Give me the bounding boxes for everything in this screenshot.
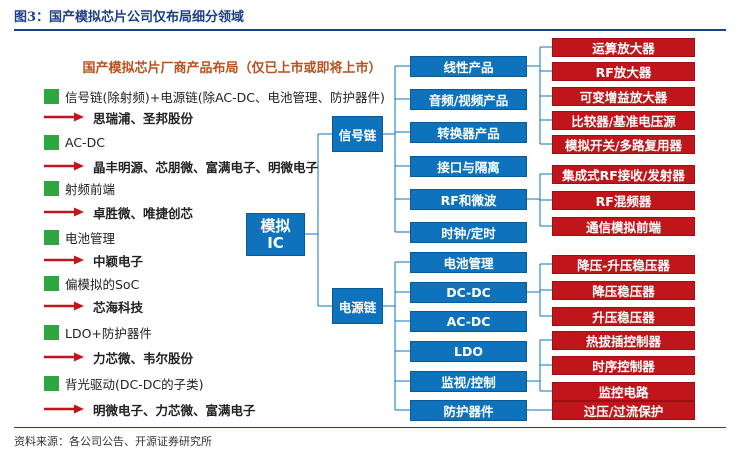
category-converters: 转换器产品 xyxy=(410,122,527,143)
green-square-icon xyxy=(44,275,59,291)
product-comparator-reference: 比较器/基准电压源 xyxy=(552,111,695,130)
category-ldo: LDO xyxy=(410,341,527,362)
category-protection: 防护器件 xyxy=(410,400,527,421)
product-ov-oc-protection: 过压/过流保护 xyxy=(552,401,695,420)
product-rf-amplifier: RF放大器 xyxy=(552,62,695,81)
legend-category-label: AC-DC xyxy=(65,134,105,150)
legend-company-label: 明微电子、力芯微、富满电子 xyxy=(93,402,256,418)
legend-category-row: 射频前端 xyxy=(44,179,115,197)
green-square-icon xyxy=(44,134,59,150)
product-comm-analog-front-end: 通信模拟前端 xyxy=(552,217,695,236)
legend-category-row: 偏模拟的SoC xyxy=(44,274,139,292)
legend-category-label: 射频前端 xyxy=(65,181,116,197)
root-line1: 模拟 xyxy=(260,216,291,235)
category-battery-management: 电池管理 xyxy=(410,252,527,273)
layout-title: 国产模拟芯片厂商产品布局（仅已上市或即将上市） xyxy=(82,61,382,76)
green-square-icon xyxy=(44,324,59,340)
legend-category-label: LDO+防护器件 xyxy=(65,325,152,341)
top-rule xyxy=(14,29,726,31)
product-analog-switch-mux: 模拟开关/多路复用器 xyxy=(552,135,695,154)
product-rf-mixer: RF混频器 xyxy=(552,191,695,210)
product-buck-regulator: 降压稳压器 xyxy=(552,281,695,300)
legend-category-row: 电池管理 xyxy=(44,228,115,246)
source-note: 资料来源：各公司公告、开源证券研究所 xyxy=(14,435,212,448)
legend-company-label: 力芯微、韦尔股份 xyxy=(93,350,194,366)
red-arrow-icon xyxy=(44,352,84,362)
legend-category-row: 背光驱动(DC-DC的子类) xyxy=(44,374,203,392)
red-arrow-icon xyxy=(44,161,84,171)
legend-company-label: 中颖电子 xyxy=(93,253,144,269)
red-arrow-icon xyxy=(44,207,84,217)
legend-company-row: 明微电子、力芯微、富满电子 xyxy=(44,400,256,418)
legend-company-row: 卓胜微、唯捷创芯 xyxy=(44,203,193,221)
category-audio-video: 音频/视频产品 xyxy=(410,89,527,110)
green-square-icon xyxy=(44,375,59,391)
category-interface-isolation: 接口与隔离 xyxy=(410,156,527,177)
product-sequencer: 时序控制器 xyxy=(552,356,695,375)
category-dc-dc: DC-DC xyxy=(410,282,527,303)
category-clock-timing: 时钟/定时 xyxy=(410,222,527,243)
green-square-icon xyxy=(44,88,59,104)
category-rf-microwave: RF和微波 xyxy=(410,189,527,210)
product-buck-boost-regulator: 降压-升压稳压器 xyxy=(552,255,695,274)
product-hot-swap-controller: 热拔插控制器 xyxy=(552,331,695,350)
legend-category-row: 信号链(除射频)+电源链(除AC-DC、电池管理、防护器件) xyxy=(44,87,385,105)
legend-company-row: 思瑞浦、圣邦股份 xyxy=(44,108,193,126)
legend-company-row: 中颖电子 xyxy=(44,251,143,269)
green-square-icon xyxy=(44,229,59,245)
legend-category-label: 电池管理 xyxy=(65,230,116,246)
bottom-rule xyxy=(14,427,726,428)
legend-company-row: 晶丰明源、芯朋微、富满电子、明微电子 xyxy=(44,157,318,175)
legend-category-row: AC-DC xyxy=(44,133,105,151)
red-arrow-icon xyxy=(44,404,84,414)
product-vga: 可变增益放大器 xyxy=(552,87,695,106)
category-ac-dc: AC-DC xyxy=(410,311,527,332)
legend-category-label: 信号链(除射频)+电源链(除AC-DC、电池管理、防护器件) xyxy=(65,89,385,105)
legend-company-row: 力芯微、韦尔股份 xyxy=(44,348,193,366)
category-linear-products: 线性产品 xyxy=(410,56,527,77)
product-integrated-rf-transceiver: 集成式RF接收/发射器 xyxy=(552,165,695,184)
legend-category-label: 背光驱动(DC-DC的子类) xyxy=(65,376,204,392)
root-analog-ic-box: 模拟 IC xyxy=(246,213,305,256)
red-arrow-icon xyxy=(44,301,84,311)
legend-category-label: 偏模拟的SoC xyxy=(65,276,140,292)
product-op-amp: 运算放大器 xyxy=(552,38,695,57)
legend-company-label: 思瑞浦、圣邦股份 xyxy=(93,110,194,126)
product-boost-regulator: 升压稳压器 xyxy=(552,307,695,326)
green-square-icon xyxy=(44,180,59,196)
category-monitor-control: 监视/控制 xyxy=(410,371,527,392)
legend-company-row: 芯海科技 xyxy=(44,297,143,315)
legend-company-label: 晶丰明源、芯朋微、富满电子、明微电子 xyxy=(93,159,319,175)
legend-company-label: 卓胜微、唯捷创芯 xyxy=(93,205,194,221)
root-line2: IC xyxy=(267,233,284,252)
power-chain-box: 电源链 xyxy=(332,288,383,324)
legend-company-label: 芯海科技 xyxy=(93,299,144,315)
red-arrow-icon xyxy=(44,255,84,265)
figure-title: 图3：国产模拟芯片公司仅布局细分领域 xyxy=(14,10,245,25)
signal-chain-box: 信号链 xyxy=(332,116,383,152)
product-supervisor-circuit: 监控电路 xyxy=(552,382,695,401)
red-arrow-icon xyxy=(44,112,84,122)
legend-category-row: LDO+防护器件 xyxy=(44,323,152,341)
